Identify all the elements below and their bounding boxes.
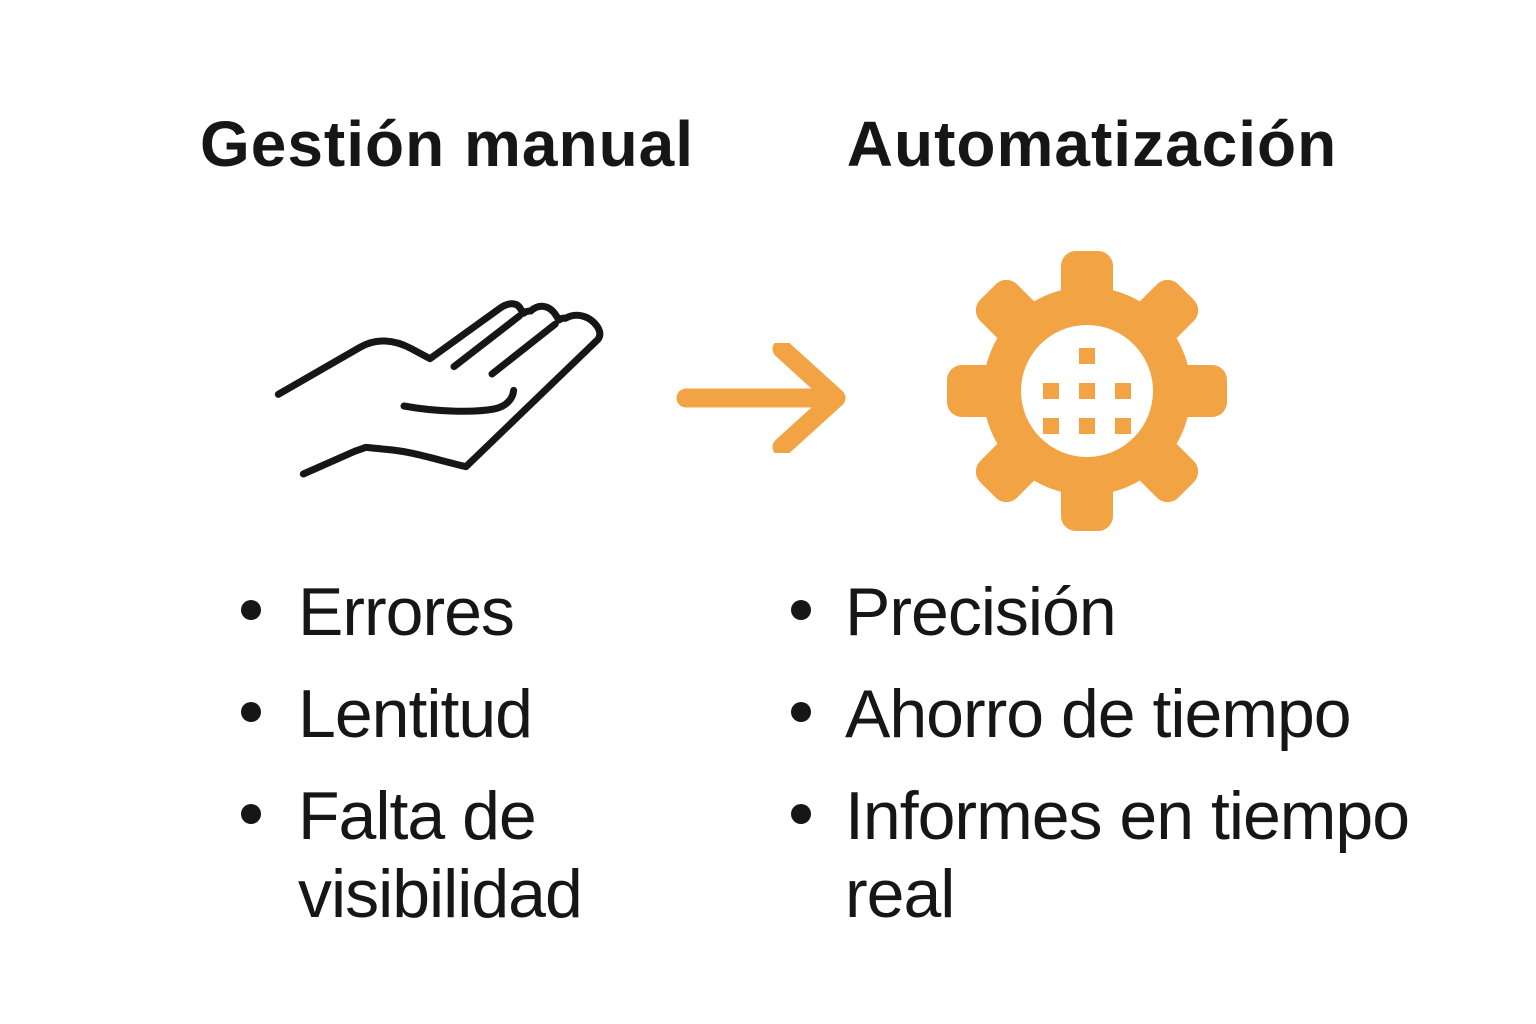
list-item: Informes en tiempo real xyxy=(778,777,1410,933)
list-item: Precisión xyxy=(778,573,1410,651)
hand-outline xyxy=(274,300,604,478)
bullet-dot xyxy=(241,702,261,722)
automation-gear-icon xyxy=(947,251,1227,531)
heading-automation: Automatización xyxy=(846,108,1338,180)
palm-crease xyxy=(400,386,518,415)
automation-benefits-list: Precisión Ahorro de tiempo Informes en t… xyxy=(778,573,1410,957)
right-arrow-icon xyxy=(676,343,846,453)
bullet-dot xyxy=(791,804,811,824)
list-item-text: Ahorro de tiempo xyxy=(845,676,1352,752)
list-item: Ahorro de tiempo xyxy=(778,675,1410,753)
manual-drawbacks-list: Errores Lentitud Falta de visibilidad xyxy=(228,573,698,957)
list-item: Errores xyxy=(228,573,698,651)
list-item: Lentitud xyxy=(228,675,698,753)
heading-manual: Gestión manual xyxy=(199,108,695,180)
bullet-dot xyxy=(791,702,811,722)
finger-separation-2 xyxy=(488,320,559,378)
list-item-text: Precisión xyxy=(845,574,1117,650)
list-item-text: Informes en tiempo real xyxy=(845,778,1410,932)
list-item-text: Falta de visibilidad xyxy=(298,778,583,932)
list-item: Falta de visibilidad xyxy=(228,777,698,933)
gear-data-grid xyxy=(1043,348,1131,434)
offering-hand-icon xyxy=(250,260,650,540)
list-item-text: Errores xyxy=(298,574,515,650)
list-item-text: Lentitud xyxy=(298,676,533,752)
bullet-dot xyxy=(791,600,811,620)
finger-separation-1 xyxy=(450,312,523,371)
bullet-dot xyxy=(241,600,261,620)
bullet-dot xyxy=(241,804,261,824)
